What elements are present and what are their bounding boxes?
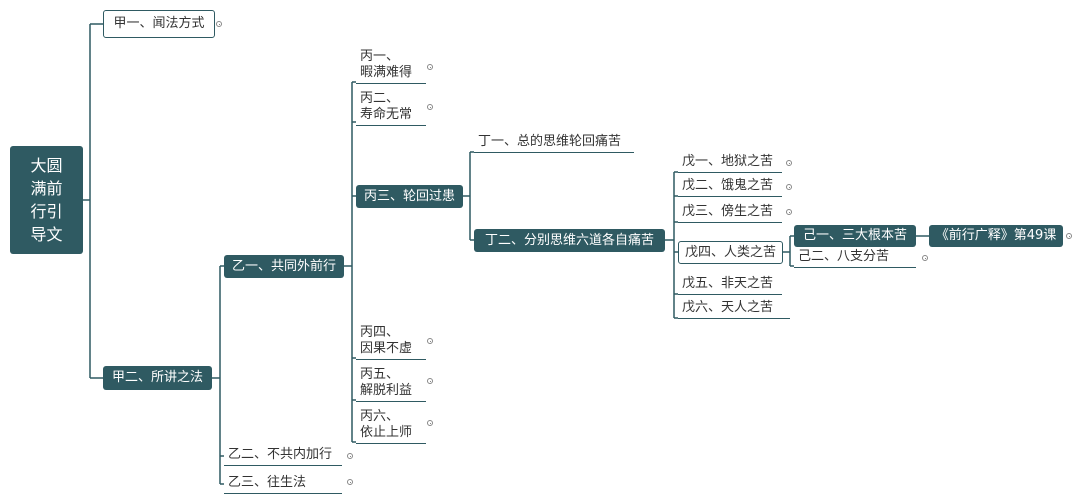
expand-icon[interactable] (427, 338, 433, 344)
node-bing2[interactable]: 丙二、 寿命无常 (356, 88, 426, 126)
node-bing5-line1: 丙五、 (360, 367, 400, 382)
node-wu6[interactable]: 戊六、天人之苦 (678, 297, 790, 319)
expand-icon[interactable] (427, 104, 433, 110)
node-wu1[interactable]: 戊一、地狱之苦 (678, 152, 782, 173)
node-jia1[interactable]: 甲一、闻法方式 (103, 10, 215, 38)
expand-icon[interactable] (347, 479, 353, 485)
node-bing4-line1: 丙四、 (360, 325, 400, 340)
node-jia2[interactable]: 甲二、所讲之法 (103, 366, 212, 390)
expand-icon[interactable] (786, 160, 792, 166)
node-wu4[interactable]: 戊四、人类之苦 (678, 241, 783, 264)
node-bing6-line1: 丙六、 (360, 409, 400, 424)
root-node[interactable]: 大圆 满前 行引 导文 (10, 146, 83, 254)
node-wu5[interactable]: 戊五、非天之苦 (678, 273, 782, 295)
expand-icon[interactable] (922, 255, 928, 261)
root-line-1: 大圆 (30, 156, 63, 175)
node-bing1-line2: 暇满难得 (360, 65, 413, 80)
node-yi2[interactable]: 乙二、不共内加行 (224, 444, 342, 466)
node-ji2[interactable]: 己二、八支分苦 (794, 248, 916, 268)
root-line-4: 导文 (30, 225, 63, 244)
expand-icon[interactable] (1066, 233, 1072, 239)
node-bing4[interactable]: 丙四、 因果不虚 (356, 322, 426, 360)
expand-icon[interactable] (427, 64, 433, 70)
node-ji1[interactable]: 己一、三大根本苦 (794, 225, 916, 247)
node-bing4-line2: 因果不虚 (360, 341, 413, 356)
node-bing2-line1: 丙二、 (360, 91, 400, 106)
expand-icon[interactable] (216, 21, 222, 27)
node-wu3[interactable]: 戊三、傍生之苦 (678, 201, 782, 223)
expand-icon[interactable] (786, 184, 792, 190)
node-bing2-line2: 寿命无常 (360, 107, 413, 122)
root-line-2: 满前 (30, 179, 63, 198)
node-yi1[interactable]: 乙一、共同外前行 (224, 255, 344, 278)
root-line-3: 行引 (30, 202, 63, 221)
node-ding1[interactable]: 丁一、总的思维轮回痛苦 (474, 132, 634, 153)
expand-icon[interactable] (427, 378, 433, 384)
node-bing5[interactable]: 丙五、 解脱利益 (356, 364, 426, 402)
node-yi3[interactable]: 乙三、往生法 (224, 472, 342, 494)
node-bing6-line2: 依止上师 (360, 425, 413, 440)
node-bing1-line1: 丙一、 (360, 49, 400, 64)
expand-icon[interactable] (786, 209, 792, 215)
node-bing1[interactable]: 丙一、 暇满难得 (356, 46, 426, 84)
node-lesson[interactable]: 《前行广释》第49课 (929, 225, 1063, 247)
node-ding2[interactable]: 丁二、分别思维六道各自痛苦 (474, 229, 665, 252)
node-bing3[interactable]: 丙三、轮回过患 (356, 185, 463, 208)
expand-icon[interactable] (427, 420, 433, 426)
node-bing5-line2: 解脱利益 (360, 383, 413, 398)
node-bing6[interactable]: 丙六、 依止上师 (356, 406, 426, 444)
expand-icon[interactable] (347, 453, 353, 459)
node-wu2[interactable]: 戊二、饿鬼之苦 (678, 176, 782, 197)
